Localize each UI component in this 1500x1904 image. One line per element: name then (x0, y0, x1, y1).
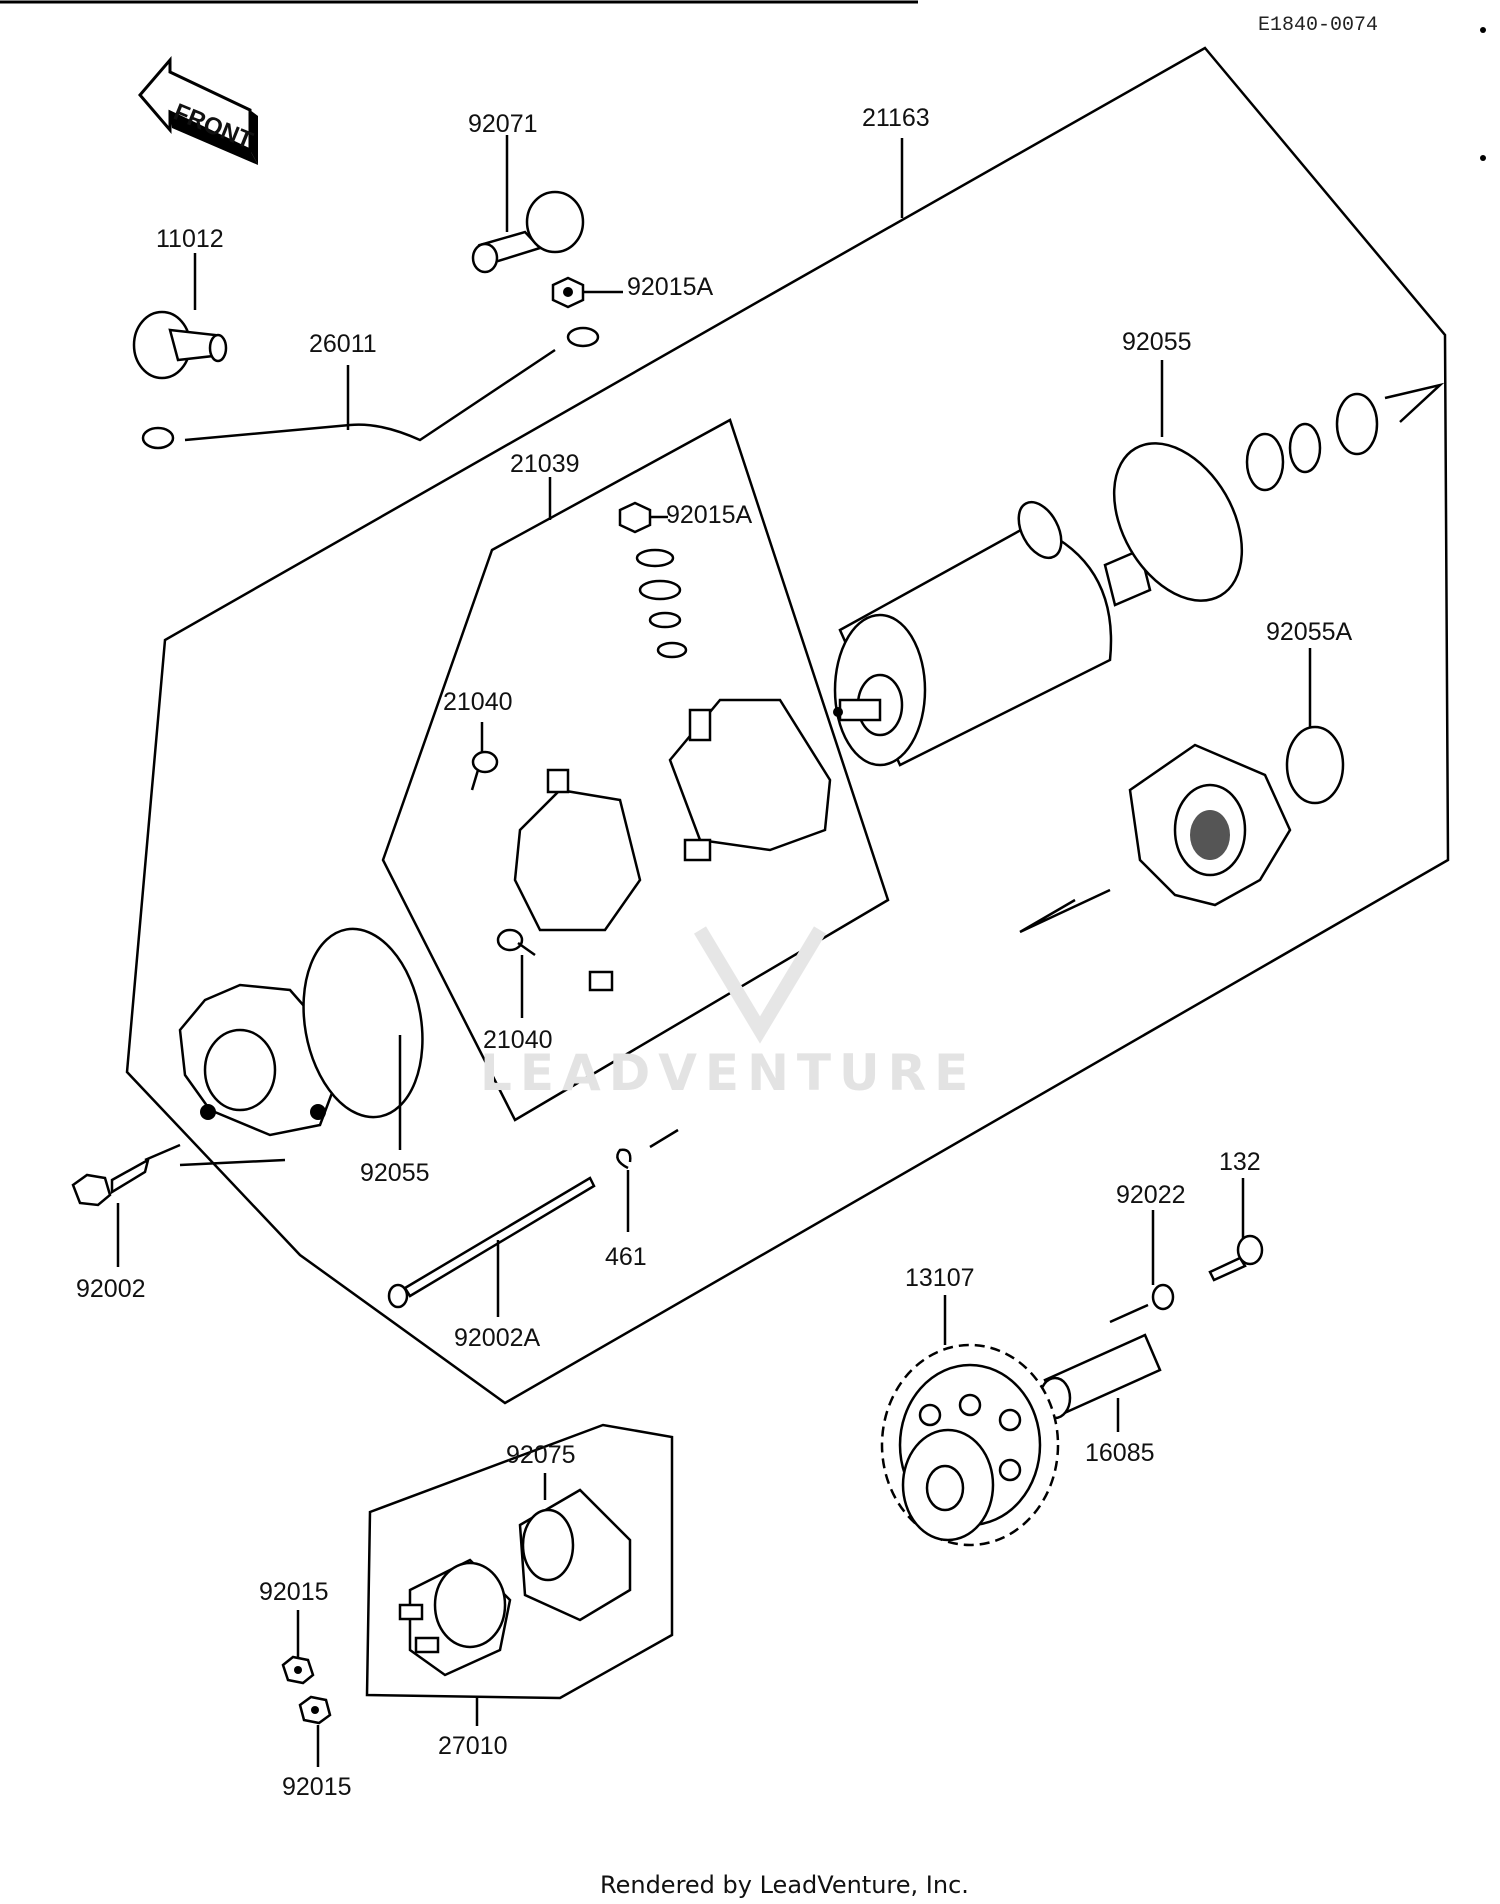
part-label-21039: 21039 (510, 450, 580, 478)
assembly-outline-21163 (125, 46, 1450, 1405)
assembly-outline-21039 (381, 418, 890, 1122)
long-bolt-92002A (387, 1176, 596, 1309)
brush-holder (513, 768, 642, 992)
o-ring-92055A (1285, 725, 1345, 805)
margin-dot (1480, 155, 1486, 161)
nut-92015A-top (551, 276, 585, 309)
gear-13107 (880, 1343, 1060, 1547)
part-label-16085: 16085 (1085, 1439, 1155, 1467)
washer-92022 (1151, 1283, 1175, 1311)
assembly-outline-27010 (365, 1423, 674, 1700)
end-cover-rear (178, 983, 337, 1137)
part-label-92015-a: 92015 (259, 1578, 329, 1606)
direction-arrow-icon (1109, 1303, 1149, 1324)
bolt-92002 (71, 1143, 181, 1207)
margin-dot (1480, 27, 1486, 33)
circlip-461 (616, 1128, 679, 1170)
part-label-92002A: 92002A (454, 1324, 541, 1352)
part-label-461: 461 (605, 1243, 647, 1271)
sleeve-92075 (518, 1488, 632, 1622)
washer (1288, 422, 1322, 474)
part-label-92015A-top: 92015A (627, 273, 714, 301)
leader-lines (116, 135, 1312, 1767)
brush-plate (668, 698, 832, 862)
front-arrow-icon: FRONT (138, 55, 258, 165)
part-label-21163: 21163 (862, 104, 930, 132)
drawing-code: E1840-0074 (1258, 14, 1378, 37)
part-label-92071: 92071 (468, 110, 538, 138)
brush-holder-washers (618, 501, 688, 659)
part-label-13107: 13107 (905, 1264, 975, 1292)
direction-arrow-icon (1384, 382, 1445, 423)
screw-132 (1208, 1234, 1264, 1282)
direction-arrow-icon (1019, 888, 1111, 934)
part-label-92015A-mid: 92015A (666, 501, 753, 529)
part-label-92055-bottom: 92055 (360, 1159, 430, 1187)
part-label-92015-b: 92015 (282, 1773, 352, 1801)
svg-text:LEADVENTURE: LEADVENTURE (480, 1044, 976, 1102)
footer-credit: Rendered by LeadVenture, Inc. (600, 1871, 969, 1899)
nut-92015-a (281, 1655, 315, 1685)
lead-wire-26011 (141, 326, 600, 450)
part-label-92075: 92075 (506, 1441, 576, 1469)
o-ring-92055-top (1112, 442, 1244, 602)
part-label-132: 132 (1219, 1148, 1261, 1176)
terminal-cap-92071 (471, 190, 585, 274)
nut-92015-b (298, 1695, 332, 1725)
washer (1245, 432, 1285, 492)
spring-21040-bottom (496, 928, 536, 957)
spring-21040-top (470, 750, 499, 791)
watermark: LEADVENTURE (480, 926, 976, 1102)
part-label-92002: 92002 (76, 1275, 146, 1303)
part-label-27010: 27010 (438, 1732, 508, 1760)
part-label-92022: 92022 (1116, 1181, 1186, 1209)
starter-motor-yoke (833, 500, 1152, 767)
part-label-92055A: 92055A (1266, 618, 1353, 646)
part-label-21040-top: 21040 (443, 688, 513, 716)
cap-11012 (132, 310, 228, 380)
direction-arrow-icon (179, 1158, 286, 1167)
o-ring-92055-bottom (302, 927, 424, 1119)
solenoid-27010 (398, 1558, 512, 1677)
part-label-11012: 11012 (156, 225, 224, 253)
part-label-26011: 26011 (309, 330, 377, 358)
part-label-92055-top: 92055 (1122, 328, 1192, 356)
washer (1335, 392, 1379, 456)
end-cover-front (1128, 743, 1292, 907)
shaft-16085 (1038, 1333, 1162, 1420)
part-label-21040-bottom: 21040 (483, 1026, 553, 1054)
